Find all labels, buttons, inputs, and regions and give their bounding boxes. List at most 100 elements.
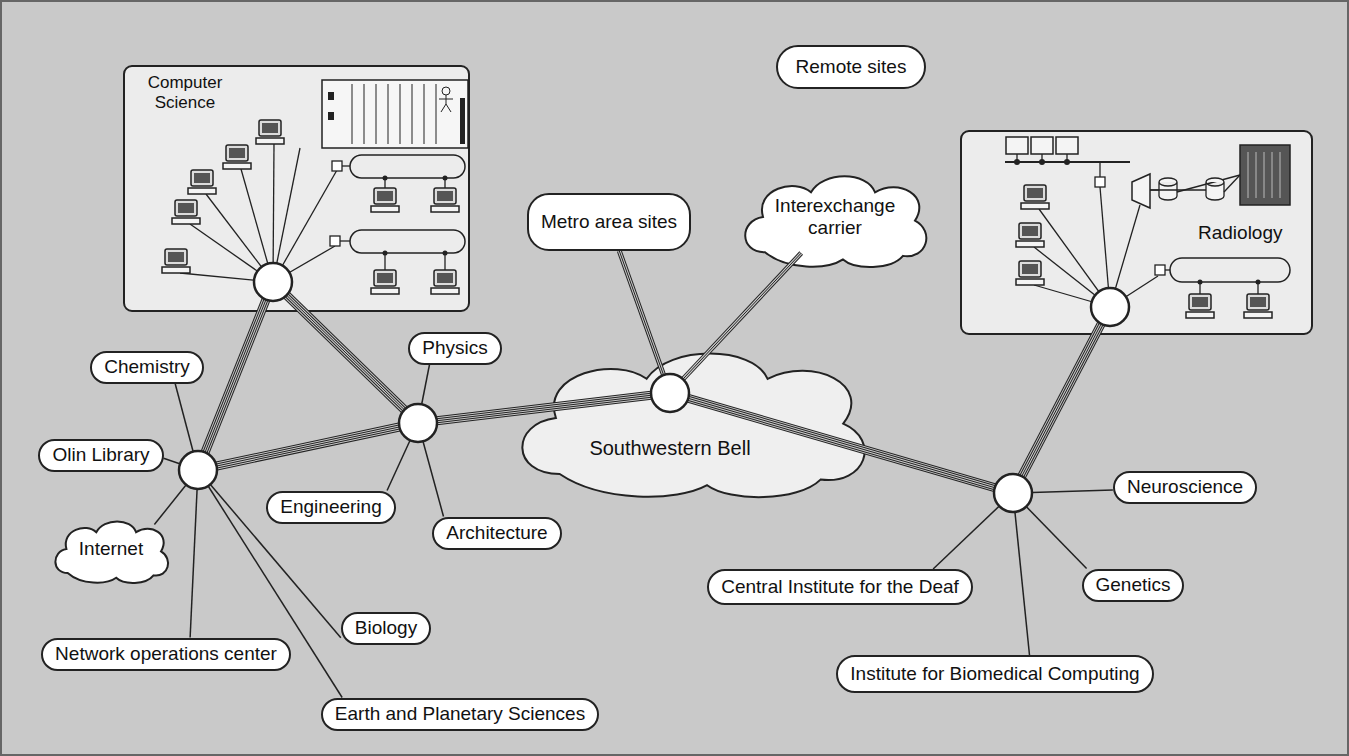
trunk-fiber xyxy=(198,423,418,470)
ring-interface xyxy=(330,236,340,246)
storage-link xyxy=(1150,189,1206,190)
monitor xyxy=(1019,223,1041,239)
workstation-icon xyxy=(172,200,200,224)
drop-line xyxy=(1013,493,1029,655)
keyboard xyxy=(188,188,216,194)
node-label: Institute for Biomedical Computing xyxy=(850,663,1139,685)
box-shape xyxy=(961,131,1312,334)
bus-node xyxy=(1039,159,1045,165)
box-heading: Computer Science xyxy=(135,73,235,112)
trunk-gap xyxy=(619,251,663,375)
screen xyxy=(1192,297,1208,307)
monitor xyxy=(259,120,281,136)
node-label: Internet xyxy=(79,538,143,560)
rack-tab xyxy=(328,92,334,100)
department-pill: Earth and Planetary Sciences xyxy=(321,698,599,731)
department-pill: Biology xyxy=(341,612,431,645)
rack-slot xyxy=(364,84,365,144)
monitor xyxy=(191,170,213,186)
device-body xyxy=(1240,145,1290,205)
site-pill: Metro area sites xyxy=(527,193,691,251)
node-label: Physics xyxy=(422,337,487,359)
rack-frame xyxy=(322,80,468,148)
node-label: Interexchange carrier xyxy=(765,195,905,239)
workstation-icon xyxy=(256,120,284,144)
keyboard xyxy=(431,288,459,294)
workstation-icon xyxy=(431,188,459,212)
network-hub xyxy=(994,474,1032,512)
node-label: Chemistry xyxy=(104,356,190,378)
bus-node xyxy=(1014,159,1020,165)
keyboard xyxy=(1016,279,1044,285)
trunk-fiber xyxy=(198,423,418,470)
rack-slot xyxy=(412,84,413,144)
ring-interface xyxy=(332,161,342,171)
cloud-outline xyxy=(503,334,881,502)
backbone-trunk xyxy=(198,423,418,470)
operator-body xyxy=(439,95,453,112)
screen xyxy=(1027,188,1043,198)
screen xyxy=(178,203,194,213)
device-vent xyxy=(1264,152,1265,198)
carrier-cloud: Southwestern Bell xyxy=(503,334,881,502)
screen xyxy=(168,252,184,262)
workstation-icon xyxy=(1021,185,1049,209)
keyboard xyxy=(162,267,190,273)
equipment-rack xyxy=(322,80,468,148)
node-label: Remote sites xyxy=(796,56,907,78)
node-label: Genetics xyxy=(1096,574,1171,596)
screen xyxy=(377,191,393,201)
monitor xyxy=(165,249,187,265)
network-hub xyxy=(179,451,217,489)
cloud-shape xyxy=(745,176,926,267)
ring-drop xyxy=(444,178,445,188)
network-hub xyxy=(399,404,437,442)
device-vent xyxy=(1248,152,1249,198)
site-pill: Remote sites xyxy=(776,45,926,89)
monitor xyxy=(374,270,396,286)
workstation-icon xyxy=(1186,294,1214,318)
monitor xyxy=(374,188,396,204)
keyboard xyxy=(1186,312,1214,318)
ring-tap xyxy=(342,165,350,166)
bus-drop xyxy=(1099,162,1100,177)
network-hub xyxy=(254,263,292,301)
workstation-icon xyxy=(162,249,190,273)
rack-bar xyxy=(460,98,465,144)
department-pill: Architecture xyxy=(432,517,561,550)
workstation-icon xyxy=(371,270,399,294)
screen xyxy=(262,123,278,133)
rack-tab xyxy=(328,112,334,120)
monitor xyxy=(1247,294,1269,310)
workstation-icon xyxy=(371,188,399,212)
trunk-fiber xyxy=(198,423,418,470)
keyboard xyxy=(431,206,459,212)
node-label: Architecture xyxy=(446,522,547,544)
bus-terminal xyxy=(1031,137,1053,154)
keyboard xyxy=(371,206,399,212)
monitor xyxy=(1024,185,1046,201)
trunk-connector-path xyxy=(619,251,663,375)
cloud-shape xyxy=(55,521,168,583)
workstation-icon xyxy=(431,270,459,294)
device-vent xyxy=(1272,152,1273,198)
rack-slot xyxy=(400,84,401,144)
ring-drop xyxy=(444,253,445,270)
rack-slot xyxy=(352,84,353,144)
keyboard xyxy=(1244,312,1272,318)
screen xyxy=(194,173,210,183)
operator-head xyxy=(442,87,450,95)
monitor xyxy=(175,200,197,216)
department-pill: Neuroscience xyxy=(1113,471,1257,504)
trunk-gap xyxy=(198,423,418,470)
department-pill: Engineering xyxy=(266,491,395,524)
department-pill: Network operations center xyxy=(41,638,291,671)
trunk-gap xyxy=(198,423,418,470)
cloud-shape xyxy=(522,354,864,498)
screen xyxy=(437,273,453,283)
rack-slot xyxy=(376,84,377,144)
box-heading: Radiology xyxy=(1198,222,1283,244)
screen xyxy=(229,148,245,158)
department-pill: Chemistry xyxy=(90,351,204,384)
